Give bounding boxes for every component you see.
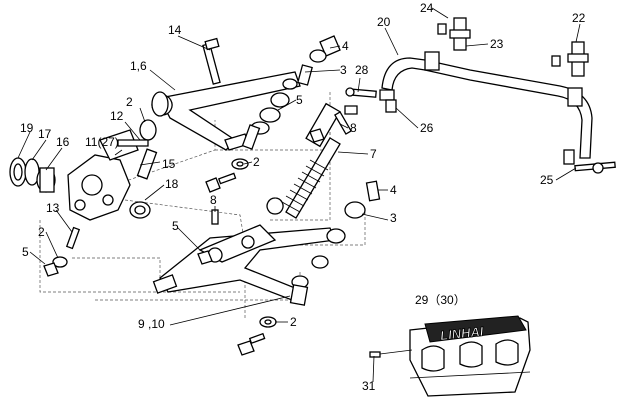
callout-2-mid: 2 <box>253 155 260 169</box>
callout-15: 15 <box>162 157 176 171</box>
callout-13: 13 <box>46 201 60 215</box>
leader-lines <box>17 7 581 383</box>
linhai-logo: LINHAI <box>439 324 484 343</box>
callout-7: 7 <box>370 147 377 161</box>
callout-5-mid: 5 <box>172 219 179 233</box>
callout-1-6: 1,6 <box>130 59 147 73</box>
callout-4: 4 <box>342 39 349 53</box>
link-28 <box>345 87 377 98</box>
lower-a-arm <box>152 224 336 301</box>
callout-25: 25 <box>540 173 554 187</box>
callout-5: 5 <box>296 93 303 107</box>
callout-8: 8 <box>350 121 357 135</box>
callout-23: 23 <box>490 37 504 51</box>
callout-24: 24 <box>420 1 434 15</box>
callout-28: 28 <box>355 63 369 77</box>
stabilizer-bar <box>379 51 593 165</box>
shock-absorber <box>266 102 358 219</box>
callout-4-lower: 4 <box>390 183 397 197</box>
callout-9-10: 9 ,10 <box>138 317 165 331</box>
callout-29-30: 29（30） <box>415 293 466 307</box>
callout-20: 20 <box>377 15 391 29</box>
screw-31 <box>369 349 413 358</box>
callout-labels: 14 4 1,6 3 28 2 5 8 12 11(27) 19 17 16 1… <box>20 1 586 393</box>
hub-bearing-parts <box>9 157 151 219</box>
callout-2-bottom: 2 <box>290 315 297 329</box>
callout-22: 22 <box>572 11 586 25</box>
callout-12: 12 <box>110 109 124 123</box>
upper-bushing-stack <box>205 35 341 193</box>
callout-17: 17 <box>38 127 52 141</box>
callout-3-lower: 3 <box>390 211 397 225</box>
callout-18: 18 <box>165 177 179 191</box>
lower-bolt-stack <box>237 275 309 356</box>
callout-2: 2 <box>126 95 133 109</box>
callout-26: 26 <box>420 121 434 135</box>
callout-16: 16 <box>56 135 70 149</box>
callout-2-left: 2 <box>38 225 45 239</box>
callout-14: 14 <box>168 23 182 37</box>
bar-clamps <box>437 17 589 77</box>
callout-31: 31 <box>362 379 376 393</box>
callout-3: 3 <box>340 63 347 77</box>
upper-a-arm <box>151 71 301 151</box>
lower-right-bushings <box>311 180 381 269</box>
end-link-25 <box>574 161 616 174</box>
callout-5-left: 5 <box>22 245 29 259</box>
callout-8-mid: 8 <box>210 193 217 207</box>
bolt-14 <box>202 37 221 85</box>
callout-19: 19 <box>20 121 34 135</box>
a-arm-guard-cover: LINHAI <box>409 315 531 397</box>
steering-knuckle <box>67 129 139 221</box>
knuckle-bolts <box>43 128 325 277</box>
callout-11-27: 11(27) <box>85 135 119 149</box>
